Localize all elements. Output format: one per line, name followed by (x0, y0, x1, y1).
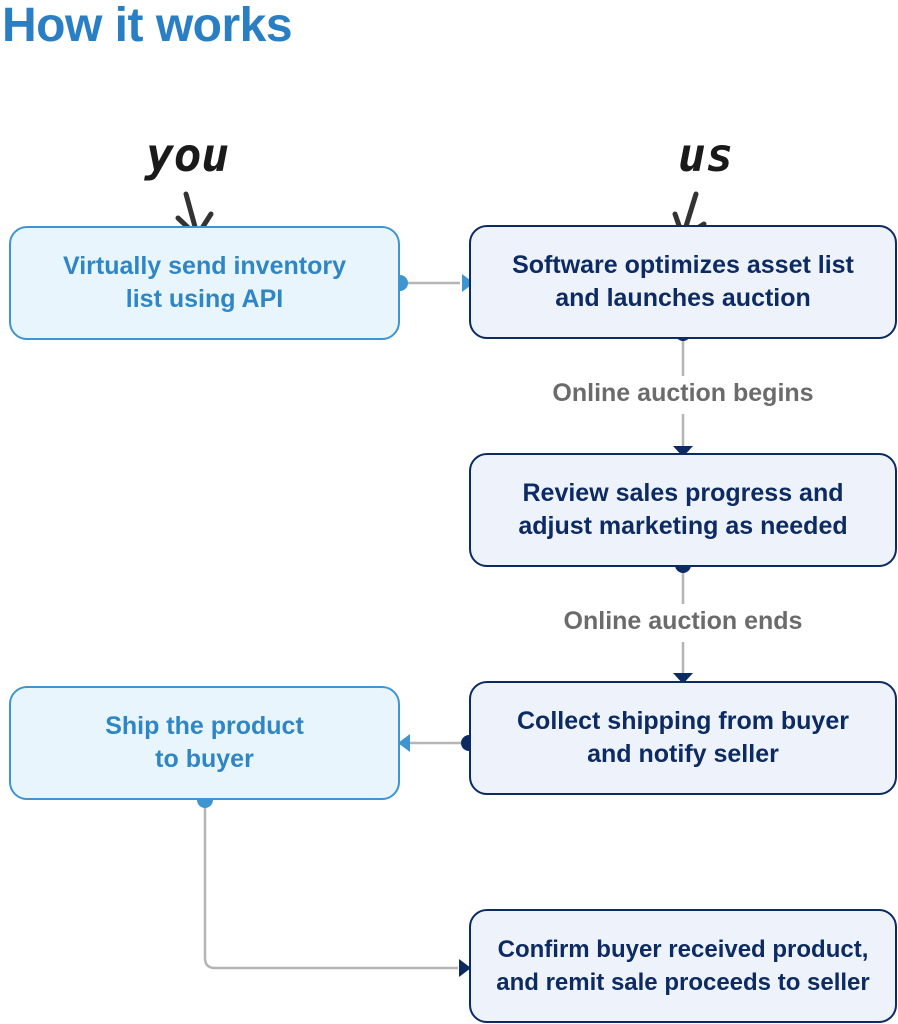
label-auction-begins: Online auction begins (546, 379, 820, 408)
step-send-inventory-line2: list using API (125, 285, 284, 313)
step-review-progress: Review sales progress and adjust marketi… (469, 453, 897, 567)
step-ship-product-line2: to buyer (155, 745, 254, 773)
connector-ship-confirm (197, 792, 471, 977)
us-label: us (678, 128, 734, 182)
step-send-inventory: Virtually send inventory list using API (9, 226, 400, 340)
step-confirm-remit-line2: and remit sale proceeds to seller (496, 969, 870, 996)
step-collect-shipping-line1: Collect shipping from buyer (517, 707, 849, 735)
step-collect-shipping-line2: and notify seller (587, 740, 779, 768)
connector-send-optimize (392, 274, 474, 292)
page-title: How it works (2, 0, 293, 52)
step-review-progress-line2: adjust marketing as needed (518, 512, 848, 540)
step-collect-shipping: Collect shipping from buyer and notify s… (469, 681, 897, 795)
step-confirm-remit-line1: Confirm buyer received product, (497, 936, 869, 963)
connector-collect-ship (398, 734, 477, 752)
step-review-progress-line1: Review sales progress and (522, 479, 844, 507)
step-ship-product: Ship the product to buyer (9, 686, 400, 800)
label-auction-ends: Online auction ends (557, 607, 809, 636)
you-label: you (146, 128, 230, 182)
step-optimize-launch-line1: Software optimizes asset list (512, 251, 854, 279)
step-confirm-remit: Confirm buyer received product, and remi… (469, 909, 897, 1023)
step-send-inventory-line1: Virtually send inventory (63, 252, 346, 280)
step-ship-product-line1: Ship the product (105, 712, 304, 740)
step-optimize-launch-line2: and launches auction (555, 284, 811, 312)
step-optimize-launch: Software optimizes asset list and launch… (469, 225, 897, 339)
